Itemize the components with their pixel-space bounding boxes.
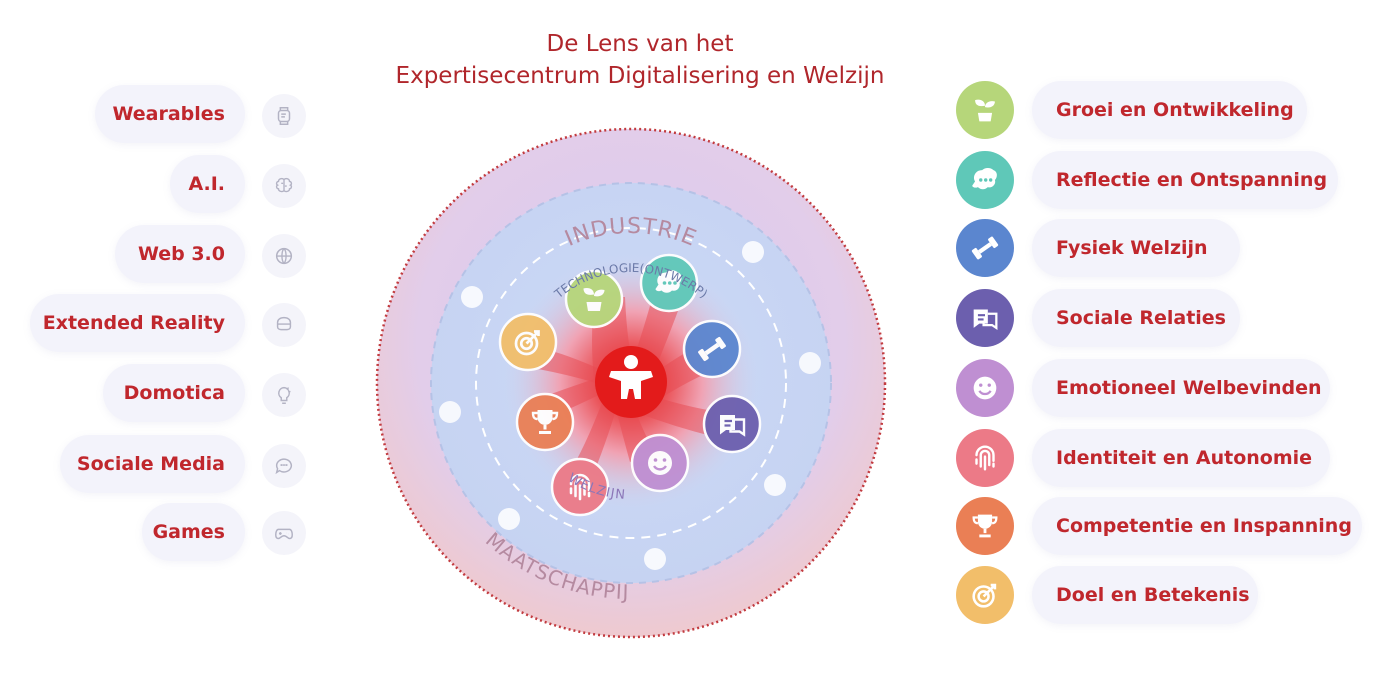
orbit-vr-headset-icon	[498, 508, 520, 530]
petal-fingerprint	[550, 389, 620, 517]
tech-item-extended-reality: Extended Reality	[30, 294, 245, 352]
orbit-chat-quote-icon	[764, 474, 786, 496]
brain-icon	[262, 164, 306, 208]
wellbeing-item-identiteit: Identiteit en Autonomie	[1032, 429, 1330, 487]
wellbeing-ring-border	[475, 227, 787, 539]
plant-icon	[956, 81, 1014, 139]
gamepad-icon	[262, 511, 306, 555]
conversation-icon	[956, 289, 1014, 347]
wellbeing-item-sociale-relaties: Sociale Relaties	[1032, 289, 1240, 347]
diagram-title: De Lens van het Expertisecentrum Digital…	[340, 28, 940, 92]
fingerprint-icon	[956, 429, 1014, 487]
chat-quote-icon	[262, 444, 306, 488]
tech-item-sociale-media: Sociale Media	[60, 435, 245, 493]
lens-diagram: INDUSTRIE TECHNOLOGIE(ONTWERP) WELZIJN M…	[375, 127, 887, 639]
target-icon	[956, 566, 1014, 624]
outer-ring-border	[375, 127, 887, 639]
orbit-gamepad-icon	[799, 352, 821, 374]
wellbeing-item-fysiek: Fysiek Welzijn	[1032, 219, 1240, 277]
technology-ring-border	[430, 182, 832, 584]
wellbeing-item-groei: Groei en Ontwikkeling	[1032, 81, 1307, 139]
wellbeing-item-doel: Doel en Betekenis	[1032, 566, 1258, 624]
wellbeing-item-emotioneel: Emotioneel Welbevinden	[1032, 359, 1330, 417]
watch-icon	[262, 94, 306, 138]
globe-icon	[262, 234, 306, 278]
orbit-brain-icon	[742, 241, 764, 263]
orbit-smart-bulb-icon	[644, 548, 666, 570]
title-line-2: Expertisecentrum Digitalisering en Welzi…	[395, 63, 885, 89]
tech-item-domotica: Domotica	[103, 364, 245, 422]
tech-item-wearables: Wearables	[95, 85, 245, 143]
chat-bubble-icon	[956, 151, 1014, 209]
trophy-icon	[956, 497, 1014, 555]
tech-item-games: Games	[142, 503, 245, 561]
title-line-1: De Lens van het	[546, 31, 734, 57]
smiley-icon	[956, 359, 1014, 417]
vr-headset-icon	[262, 303, 306, 347]
petal-smiley-icon	[648, 451, 672, 475]
tech-item-ai: A.I.	[170, 155, 245, 213]
wellbeing-item-competentie: Competentie en Inspanning	[1032, 497, 1362, 555]
tech-item-web3: Web 3.0	[115, 225, 245, 283]
orbit-globe-icon	[439, 401, 461, 423]
dumbbell-icon	[956, 219, 1014, 277]
person-icon	[609, 355, 653, 399]
wellbeing-item-reflectie: Reflectie en Ontspanning	[1032, 151, 1338, 209]
smart-bulb-icon	[262, 373, 306, 417]
orbit-watch-icon	[461, 286, 483, 308]
